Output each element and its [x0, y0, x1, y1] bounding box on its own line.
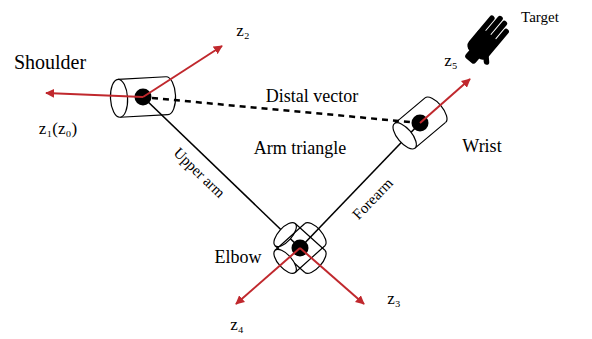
region-label: Arm triangle — [254, 139, 346, 157]
upper-arm-line — [143, 97, 300, 248]
axis-label: z₁(z₀) — [39, 120, 77, 137]
joint-label: Elbow — [215, 248, 262, 266]
joint-label: Wrist — [462, 137, 501, 155]
segment-label: Upper arm — [171, 145, 228, 201]
axis-label: z₄ — [230, 316, 243, 333]
axis-label: z₂ — [236, 22, 249, 39]
axis-arrow — [300, 248, 364, 304]
target-label: Target — [521, 10, 559, 25]
axis-label: z₃ — [387, 290, 400, 307]
vector-label: Distal vector — [266, 87, 358, 105]
segment-label: Forearm — [350, 176, 396, 223]
hand-icon — [459, 11, 518, 73]
axis-label: z₅ — [444, 52, 457, 69]
axis-arrow — [420, 79, 470, 123]
joint-label: Shoulder — [14, 52, 86, 72]
axis-arrow — [46, 93, 143, 97]
axis-arrow — [143, 46, 222, 97]
